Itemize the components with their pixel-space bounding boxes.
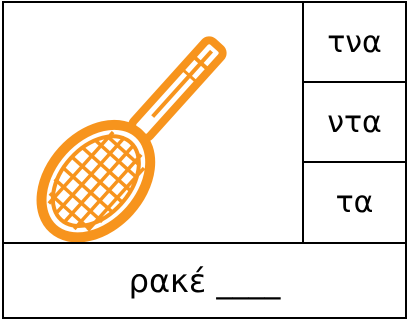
syllable-option[interactable]: τα [335,185,374,220]
worksheet-card: τνα ντα τα ρακέ ____ [2,1,407,319]
tennis-racket-icon [36,36,227,242]
syllable-options: τνα ντα τα [304,3,405,242]
picture-cell [4,3,304,242]
word-with-blank: ρακέ ____ [128,261,281,300]
top-row: τνα ντα τα [4,3,405,244]
syllable-option[interactable]: ντα [304,83,405,163]
syllable-option[interactable]: τνα [304,3,405,83]
